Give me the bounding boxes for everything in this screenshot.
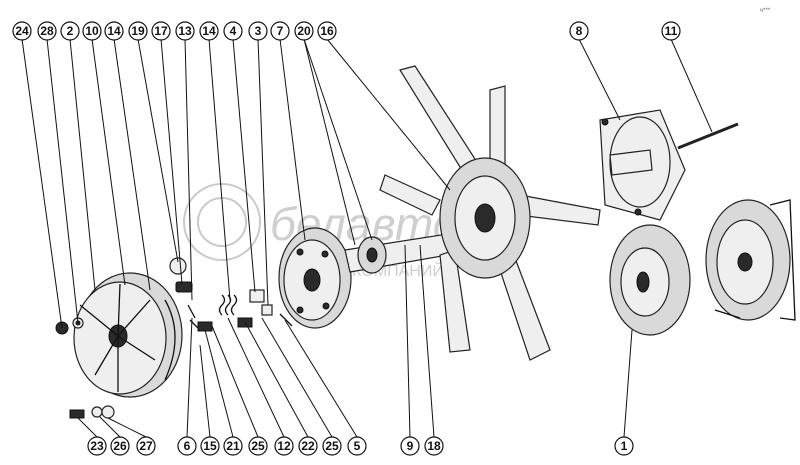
callout-18: 18 — [424, 436, 444, 456]
callout-10: 10 — [82, 21, 102, 41]
clutch-cover — [73, 272, 183, 398]
callout-28: 28 — [37, 21, 57, 41]
callout-3: 3 — [248, 21, 268, 41]
callout-23: 23 — [87, 436, 107, 456]
svg-text:26: 26 — [113, 439, 127, 453]
callout-27: 27 — [136, 436, 156, 456]
svg-text:18: 18 — [427, 439, 441, 453]
svg-text:4: 4 — [230, 24, 237, 38]
svg-text:21: 21 — [226, 439, 240, 453]
pump-cover — [705, 199, 796, 321]
svg-text:28: 28 — [40, 24, 54, 38]
svg-text:5: 5 — [354, 439, 361, 453]
svg-text:22: 22 — [301, 439, 315, 453]
callout-2: 2 — [60, 21, 80, 41]
callout-14b: 14 — [199, 21, 219, 41]
svg-text:2: 2 — [67, 24, 74, 38]
callout-5: 5 — [347, 436, 367, 456]
svg-text:3: 3 — [255, 24, 262, 38]
svg-text:15: 15 — [203, 439, 217, 453]
callout-6: 6 — [177, 436, 197, 456]
callout-1: 1 — [614, 436, 634, 456]
svg-text:7: 7 — [277, 24, 284, 38]
parts-drawing — [55, 65, 796, 419]
leader-lines — [21, 38, 713, 438]
rod — [677, 122, 739, 150]
svg-text:13: 13 — [178, 24, 192, 38]
svg-text:25: 25 — [325, 439, 339, 453]
callout-24: 24 — [12, 21, 32, 41]
callout-9: 9 — [400, 436, 420, 456]
callouts: 24 28 2 10 14 19 17 13 14 4 3 7 20 16 8 … — [12, 21, 681, 456]
svg-text:9: 9 — [407, 439, 414, 453]
callout-19: 19 — [128, 21, 148, 41]
svg-text:27: 27 — [139, 439, 153, 453]
callout-25b: 25 — [322, 436, 342, 456]
callout-22: 22 — [298, 436, 318, 456]
svg-text:14: 14 — [107, 24, 121, 38]
svg-text:6: 6 — [184, 439, 191, 453]
small-hardware — [169, 257, 293, 332]
svg-text:1: 1 — [621, 439, 628, 453]
callout-13: 13 — [175, 21, 195, 41]
svg-text:11: 11 — [665, 24, 678, 38]
corner-mark: ч*** — [760, 8, 771, 14]
callout-21: 21 — [223, 436, 243, 456]
callout-17: 17 — [151, 21, 171, 41]
callout-12: 12 — [274, 436, 294, 456]
svg-text:25: 25 — [251, 439, 265, 453]
svg-text:12: 12 — [277, 439, 291, 453]
callout-11: 11 — [661, 21, 681, 41]
callout-26: 26 — [110, 436, 130, 456]
callout-14: 14 — [104, 21, 124, 41]
housing — [609, 224, 691, 336]
flange — [599, 109, 686, 221]
svg-text:24: 24 — [15, 24, 29, 38]
svg-text:16: 16 — [320, 24, 334, 38]
callout-7: 7 — [270, 21, 290, 41]
callout-8: 8 — [569, 21, 589, 41]
callout-4: 4 — [223, 21, 243, 41]
fan — [379, 65, 601, 361]
pulley-disc — [278, 227, 352, 329]
callout-20: 20 — [294, 21, 314, 41]
svg-text:20: 20 — [297, 24, 311, 38]
svg-text:10: 10 — [85, 24, 99, 38]
svg-text:19: 19 — [131, 24, 145, 38]
svg-text:23: 23 — [90, 439, 104, 453]
svg-text:14: 14 — [202, 24, 216, 38]
callout-15: 15 — [200, 436, 220, 456]
callout-25: 25 — [248, 436, 268, 456]
callout-16: 16 — [317, 21, 337, 41]
svg-text:17: 17 — [154, 24, 168, 38]
svg-text:8: 8 — [576, 24, 583, 38]
